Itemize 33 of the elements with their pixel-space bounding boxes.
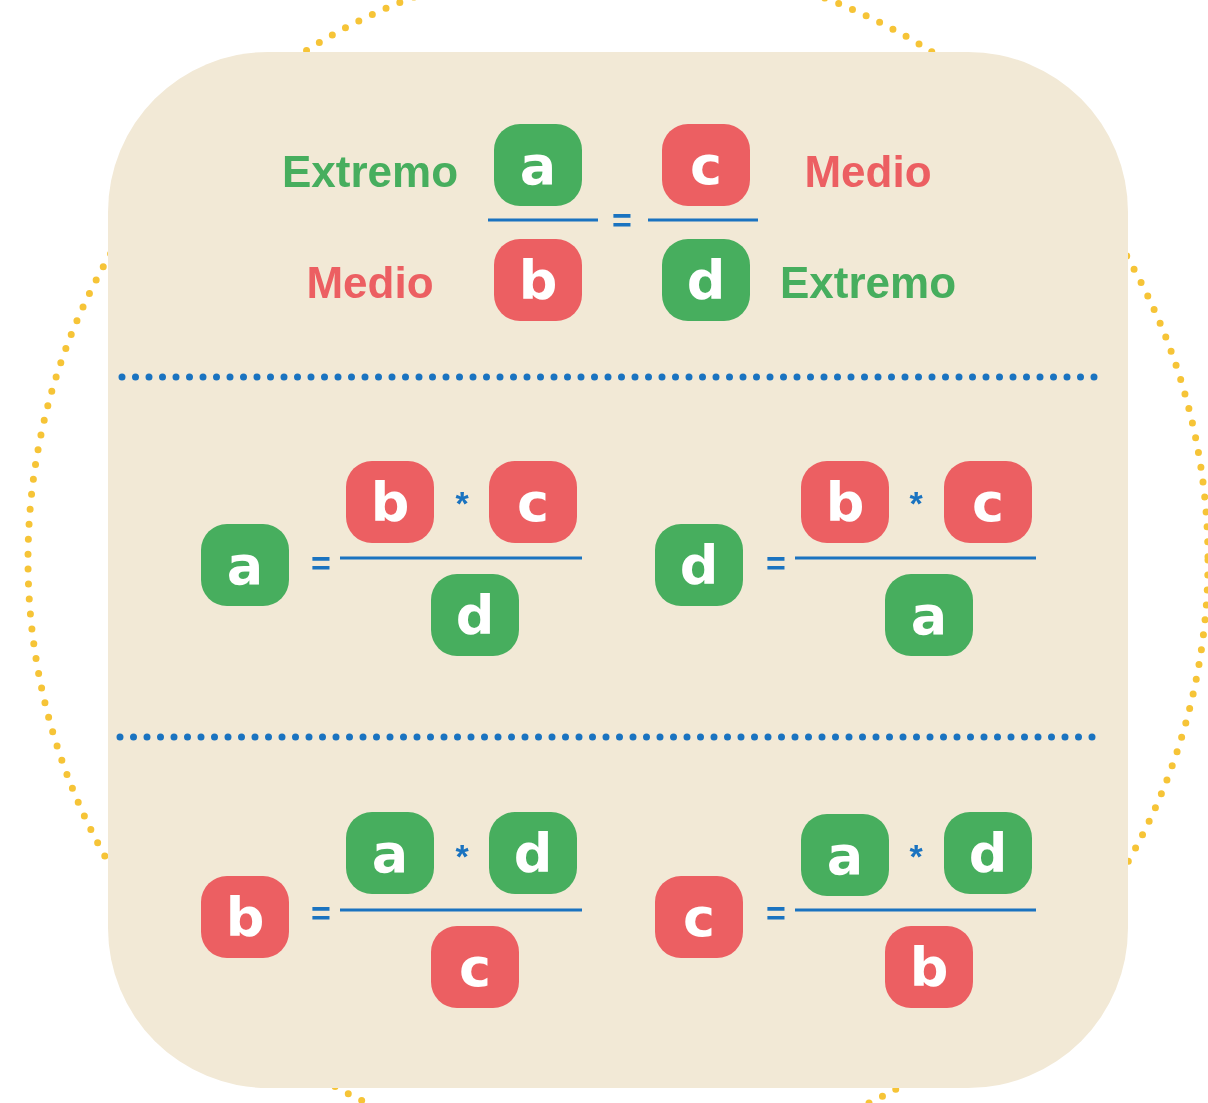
word-label: Medio [804,147,932,197]
letter-tile: b [494,239,582,321]
letter-tile: a [494,124,582,206]
letter-tile: a [885,574,973,656]
equals-sign: = [311,543,331,583]
letter-tile: c [489,461,577,543]
letter-tile: b [885,926,973,1008]
equals-sign: = [766,893,786,933]
letter-tile: c [662,124,750,206]
letter-tile: d [944,812,1032,894]
letter-tile: d [489,812,577,894]
word-label: Extremo [281,147,459,197]
multiplication-sign: * [909,836,923,876]
letter-tile: d [431,574,519,656]
letter-tile: d [662,239,750,321]
equals-sign: = [311,893,331,933]
word-label: Extremo [779,258,957,308]
multiplication-sign: * [909,483,923,523]
letter-tile: b [201,876,289,958]
letter-tile: c [431,926,519,1008]
letter-tile: c [655,876,743,958]
multiplication-sign: * [455,483,469,523]
equals-sign: = [766,543,786,583]
word-label: Medio [306,258,434,308]
equals-sign: = [612,200,632,240]
letter-tile: d [655,524,743,606]
letter-tile: a [201,524,289,606]
letter-tile: c [944,461,1032,543]
letter-tile: a [801,814,889,896]
letter-tile: b [801,461,889,543]
multiplication-sign: * [455,836,469,876]
letter-tile: a [346,812,434,894]
letter-tile: b [346,461,434,543]
